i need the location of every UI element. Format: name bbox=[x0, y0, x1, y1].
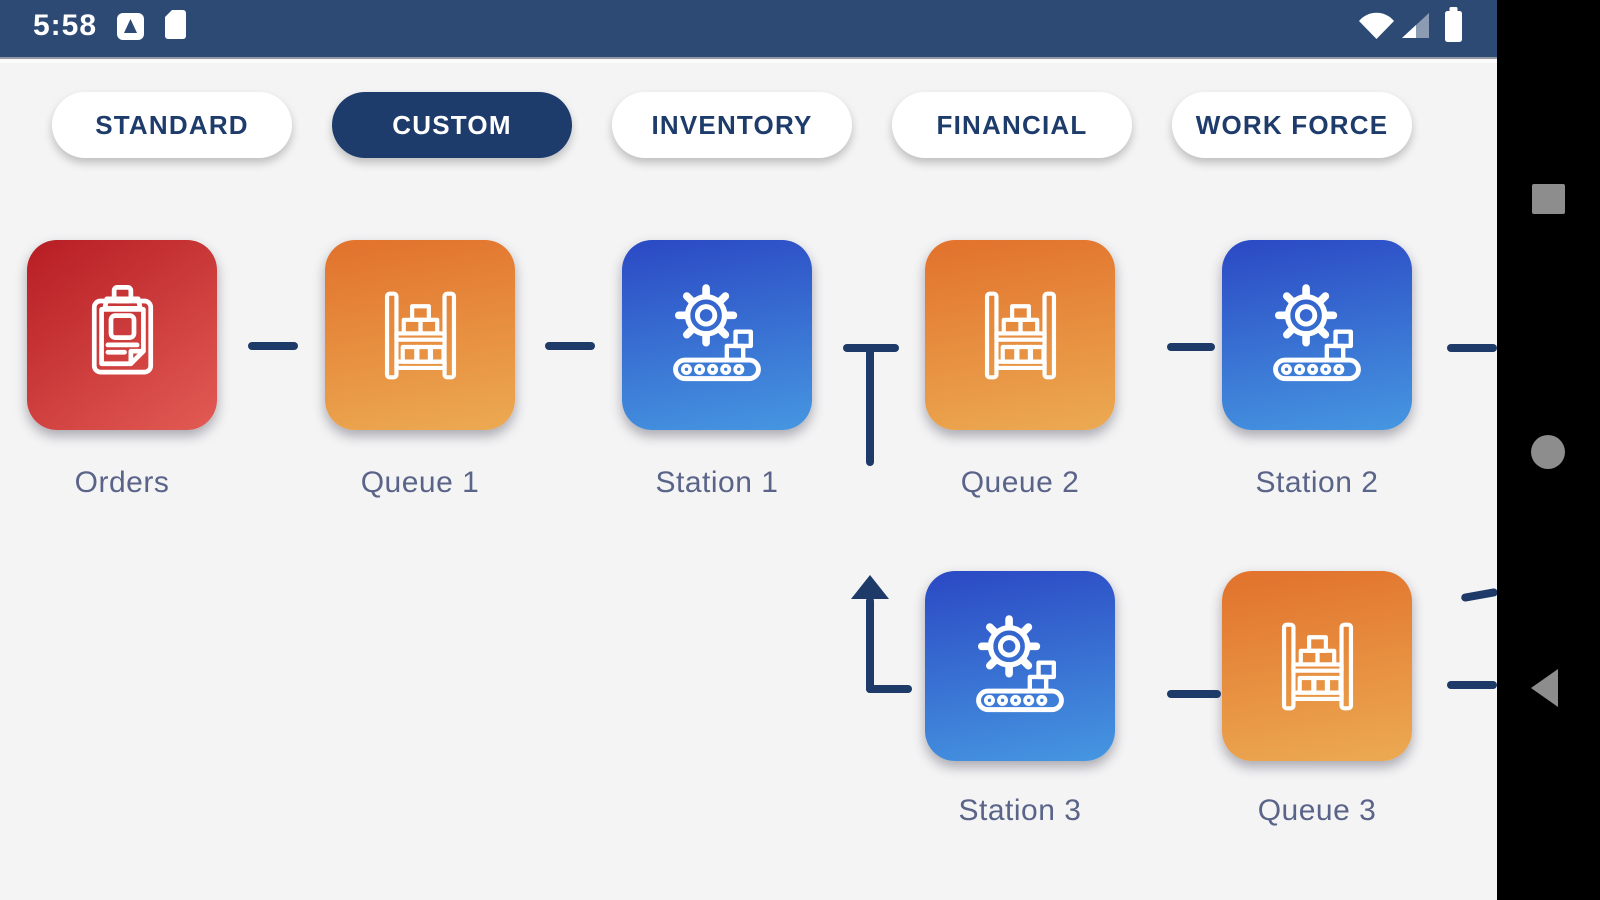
node-orders[interactable] bbox=[27, 240, 217, 430]
node-label-queue-2: Queue 2 bbox=[960, 466, 1080, 499]
up-arrow-foot bbox=[866, 685, 912, 693]
node-label-station-2: Station 2 bbox=[1255, 466, 1379, 499]
status-bar-divider bbox=[0, 57, 1497, 63]
gear-conveyor-icon bbox=[976, 615, 1064, 713]
tab-standard[interactable]: STANDARD bbox=[52, 92, 292, 158]
home-circle-icon[interactable] bbox=[1531, 435, 1565, 469]
node-queue-2[interactable] bbox=[925, 240, 1115, 430]
android-navigation-bar bbox=[1497, 0, 1600, 900]
tab-inventory[interactable]: INVENTORY bbox=[612, 92, 852, 158]
connector-station3-queue3 bbox=[1167, 690, 1221, 698]
node-station-1[interactable] bbox=[622, 240, 812, 430]
connector-orders-queue1 bbox=[248, 342, 298, 350]
back-triangle-icon[interactable] bbox=[1531, 669, 1558, 707]
clipboard-icon bbox=[91, 284, 153, 374]
gear-conveyor-icon bbox=[673, 284, 761, 382]
node-queue-3[interactable] bbox=[1222, 571, 1412, 761]
storage-rack-icon bbox=[1281, 622, 1353, 710]
node-station-3[interactable] bbox=[925, 571, 1115, 761]
connector-station2-offscreen bbox=[1447, 344, 1497, 352]
tab-custom[interactable]: CUSTOM bbox=[332, 92, 572, 158]
tab-work-force[interactable]: WORK FORCE bbox=[1172, 92, 1412, 158]
tab-financial[interactable]: FINANCIAL bbox=[892, 92, 1132, 158]
connector-offscreen-stub bbox=[1460, 587, 1499, 603]
battery-icon bbox=[1444, 7, 1463, 42]
node-label-queue-1: Queue 1 bbox=[360, 466, 480, 499]
storage-rack-icon bbox=[384, 291, 456, 379]
node-queue-1[interactable] bbox=[325, 240, 515, 430]
up-arrow-head bbox=[851, 575, 889, 599]
node-label-station-3: Station 3 bbox=[958, 794, 1082, 827]
tab-bar: STANDARD CUSTOM INVENTORY FINANCIAL WORK… bbox=[52, 92, 1412, 158]
gear-conveyor-icon bbox=[1273, 284, 1361, 382]
notification-app-icon bbox=[117, 13, 144, 40]
storage-rack-icon bbox=[984, 291, 1056, 379]
status-time: 5:58 bbox=[33, 9, 98, 42]
connector-queue3-offscreen bbox=[1447, 681, 1497, 689]
wifi-icon bbox=[1358, 11, 1395, 39]
node-station-2[interactable] bbox=[1222, 240, 1412, 430]
connector-queue1-station1 bbox=[545, 342, 595, 350]
node-label-station-1: Station 1 bbox=[655, 466, 779, 499]
sim-card-icon bbox=[164, 9, 187, 40]
connector-queue2-station2 bbox=[1167, 343, 1215, 351]
status-bar: 5:58 bbox=[0, 0, 1497, 57]
recents-square-icon[interactable] bbox=[1532, 184, 1565, 214]
node-label-orders: Orders bbox=[74, 466, 170, 499]
connector-tee-vertical bbox=[866, 344, 874, 466]
cell-signal-icon bbox=[1402, 13, 1430, 38]
up-arrow-line bbox=[866, 597, 874, 693]
node-label-queue-3: Queue 3 bbox=[1257, 794, 1377, 827]
